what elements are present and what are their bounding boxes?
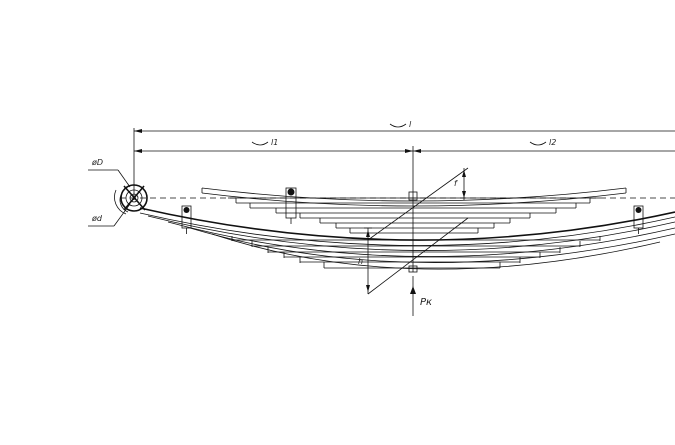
thickness-label: h — [358, 257, 363, 266]
helper-leaf-pack — [201, 187, 627, 234]
dimension-partial-lengths: l1 l2 — [134, 138, 675, 200]
spring-eye: øD ød — [88, 158, 148, 227]
force-arrow: Pк — [410, 276, 432, 316]
total-length-label: l — [409, 120, 412, 129]
left-length-label: l1 — [271, 138, 278, 147]
construction-lines: f h — [358, 167, 469, 295]
right-length-label: l2 — [549, 138, 556, 147]
deflection-label: f — [454, 179, 458, 188]
clamp-right-outer — [633, 205, 644, 234]
clamp-left-outer — [181, 205, 192, 234]
eye-outer-diameter-label: øD — [91, 158, 103, 167]
eye-inner-diameter-label: ød — [91, 214, 103, 223]
main-leaf-pack — [139, 207, 675, 270]
dimension-total-length: l — [133, 120, 675, 200]
force-label: Pк — [420, 297, 432, 308]
clamp-left-inner — [285, 187, 297, 224]
